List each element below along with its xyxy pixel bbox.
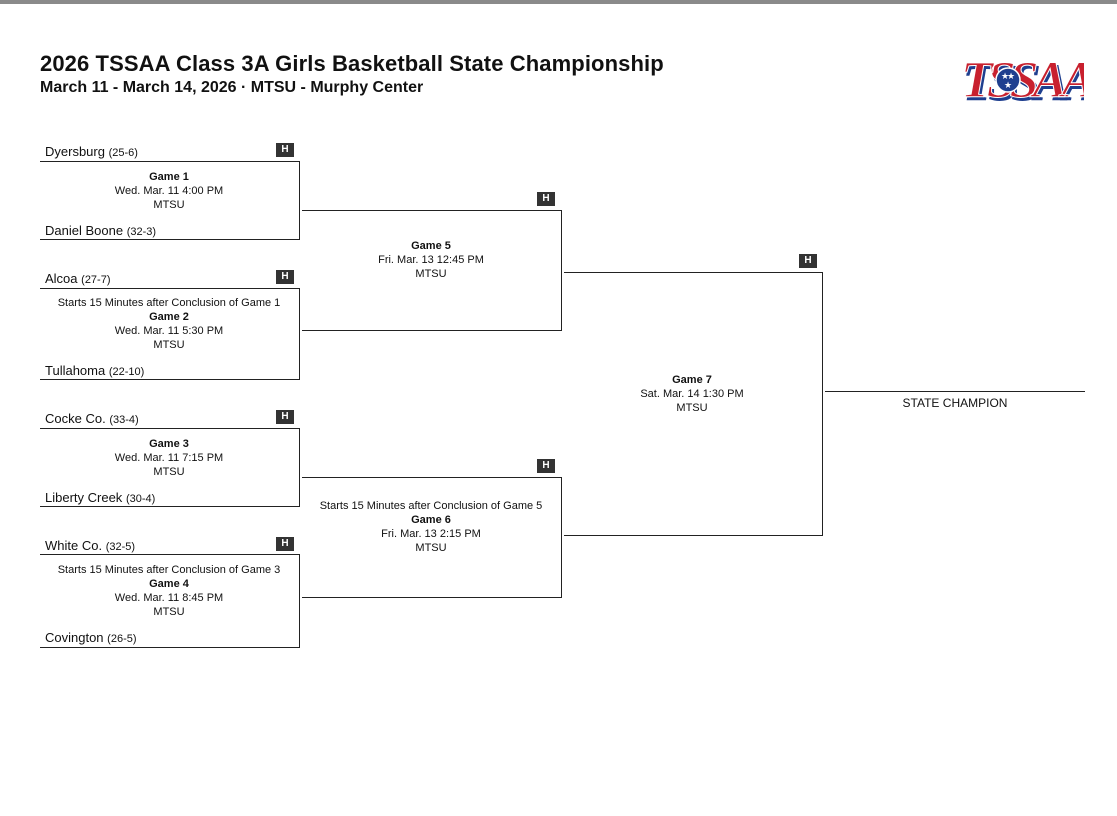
bracket-line-winner-game4 bbox=[302, 597, 562, 598]
game-name: Game 2 bbox=[149, 311, 189, 323]
bracket-connector-game1 bbox=[299, 161, 300, 240]
team-slot-daniel-boone: Daniel Boone (32-3) bbox=[45, 223, 156, 238]
game-note: Starts 15 Minutes after Conclusion of Ga… bbox=[319, 500, 543, 512]
svg-text:★: ★ bbox=[1007, 71, 1015, 81]
top-border bbox=[0, 0, 1117, 4]
team-name: Daniel Boone bbox=[45, 223, 124, 238]
team-name: Alcoa bbox=[45, 271, 78, 286]
team-slot-liberty-creek: Liberty Creek (30-4) bbox=[45, 490, 155, 505]
bracket-line-tullahoma bbox=[40, 379, 300, 380]
bracket-line-covington bbox=[40, 647, 300, 648]
bracket-line-winner-game5 bbox=[564, 272, 823, 273]
game-note: Starts 15 Minutes after Conclusion of Ga… bbox=[57, 564, 281, 576]
game-info-5: Game 5 Fri. Mar. 13 12:45 PM MTSU bbox=[302, 239, 560, 281]
team-slot-alcoa: Alcoa (27-7) bbox=[45, 271, 111, 286]
host-badge: H bbox=[276, 143, 294, 157]
team-name: Dyersburg bbox=[45, 144, 105, 159]
bracket-line-winner-game6 bbox=[564, 535, 823, 536]
game-venue: MTSU bbox=[415, 542, 447, 554]
bracket-connector-game6 bbox=[561, 477, 562, 598]
game-info-6: Starts 15 Minutes after Conclusion of Ga… bbox=[302, 499, 560, 555]
team-record: (22-10) bbox=[108, 366, 145, 378]
host-badge: H bbox=[537, 459, 555, 473]
game-venue: MTSU bbox=[153, 466, 185, 478]
bracket-line-liberty-creek bbox=[40, 506, 300, 507]
bracket-connector-game5 bbox=[561, 210, 562, 331]
bracket-connector-game3 bbox=[299, 428, 300, 507]
game-venue: MTSU bbox=[153, 199, 185, 211]
game-time: Wed. Mar. 11 7:15 PM bbox=[114, 452, 224, 464]
team-record: (25-6) bbox=[108, 147, 138, 159]
team-record: (30-4) bbox=[125, 493, 156, 505]
host-badge: H bbox=[799, 254, 817, 268]
game-name: Game 3 bbox=[149, 438, 189, 450]
game-note: Starts 15 Minutes after Conclusion of Ga… bbox=[57, 297, 281, 309]
game-venue: MTSU bbox=[415, 268, 447, 280]
svg-text:★: ★ bbox=[1004, 80, 1012, 90]
game-name: Game 1 bbox=[149, 171, 189, 183]
host-badge: H bbox=[276, 537, 294, 551]
game-info-1: Game 1 Wed. Mar. 11 4:00 PM MTSU bbox=[40, 170, 298, 212]
game-time: Wed. Mar. 11 5:30 PM bbox=[114, 325, 224, 337]
team-record: (33-4) bbox=[109, 414, 139, 426]
team-slot-white-co: White Co. (32-5) bbox=[45, 538, 135, 553]
host-badge: H bbox=[276, 270, 294, 284]
game-name: Game 5 bbox=[411, 240, 451, 252]
game-time: Fri. Mar. 13 12:45 PM bbox=[378, 254, 484, 266]
bracket-line-cocke-co bbox=[40, 428, 300, 429]
team-slot-dyersburg: Dyersburg (25-6) bbox=[45, 144, 138, 159]
team-name: Liberty Creek bbox=[45, 490, 123, 505]
team-slot-covington: Covington (26-5) bbox=[45, 630, 137, 645]
game-info-7: Game 7 Sat. Mar. 14 1:30 PM MTSU bbox=[563, 373, 821, 415]
team-record: (32-5) bbox=[105, 541, 136, 553]
game-venue: MTSU bbox=[153, 339, 185, 351]
game-info-4: Starts 15 Minutes after Conclusion of Ga… bbox=[40, 563, 298, 619]
game-venue: MTSU bbox=[153, 606, 185, 618]
team-record: (27-7) bbox=[81, 274, 111, 286]
bracket-line-winner-game2 bbox=[302, 330, 562, 331]
host-badge: H bbox=[276, 410, 294, 424]
bracket-line-winner-game3 bbox=[302, 477, 562, 478]
bracket-line-daniel-boone bbox=[40, 239, 300, 240]
tssaa-logo: TSSAA TSSAA ★ ★ ★ bbox=[961, 52, 1085, 107]
svg-text:★: ★ bbox=[1001, 71, 1009, 81]
bracket-line-alcoa bbox=[40, 288, 300, 289]
bracket-connector-game2 bbox=[299, 288, 300, 380]
game-info-3: Game 3 Wed. Mar. 11 7:15 PM MTSU bbox=[40, 437, 298, 479]
bracket-line-white-co bbox=[40, 554, 300, 555]
page-subtitle: March 11 - March 14, 2026 · MTSU - Murph… bbox=[40, 79, 424, 96]
team-name: White Co. bbox=[45, 538, 103, 553]
game-name: Game 4 bbox=[149, 578, 189, 590]
game-venue: MTSU bbox=[676, 402, 708, 414]
svg-text:TSSAA: TSSAA bbox=[963, 55, 1084, 106]
bracket-line-champion bbox=[825, 391, 1085, 392]
svg-text:TSSAA: TSSAA bbox=[961, 52, 1084, 106]
game-info-2: Starts 15 Minutes after Conclusion of Ga… bbox=[40, 296, 298, 352]
team-slot-tullahoma: Tullahoma (22-10) bbox=[45, 363, 144, 378]
game-time: Sat. Mar. 14 1:30 PM bbox=[640, 388, 744, 400]
team-slot-cocke-co: Cocke Co. (33-4) bbox=[45, 411, 139, 426]
bracket-connector-game7 bbox=[822, 272, 823, 536]
team-name: Tullahoma bbox=[45, 363, 106, 378]
bracket-line-winner-game1 bbox=[302, 210, 562, 211]
team-name: Cocke Co. bbox=[45, 411, 106, 426]
team-record: (32-3) bbox=[126, 226, 157, 238]
bracket-line-dyersburg bbox=[40, 161, 300, 162]
team-name: Covington bbox=[45, 630, 104, 645]
team-record: (26-5) bbox=[107, 633, 137, 645]
host-badge: H bbox=[537, 192, 555, 206]
game-time: Wed. Mar. 11 4:00 PM bbox=[114, 185, 224, 197]
game-time: Fri. Mar. 13 2:15 PM bbox=[381, 528, 481, 540]
bracket-connector-game4 bbox=[299, 554, 300, 648]
game-name: Game 7 bbox=[672, 374, 712, 386]
game-time: Wed. Mar. 11 8:45 PM bbox=[114, 592, 224, 604]
state-champion-label: STATE CHAMPION bbox=[902, 396, 1008, 410]
game-name: Game 6 bbox=[411, 514, 451, 526]
page-title: 2026 TSSAA Class 3A Girls Basketball Sta… bbox=[40, 51, 664, 76]
